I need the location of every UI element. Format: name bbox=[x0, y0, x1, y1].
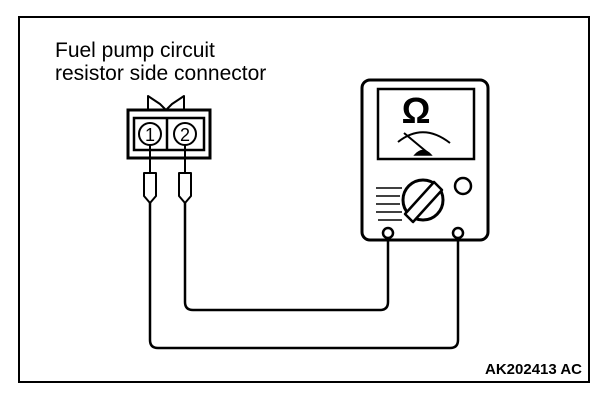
test-lead-pin-2 bbox=[183, 203, 390, 312]
zero-adjust-button bbox=[453, 176, 473, 196]
test-lead-pin-1 bbox=[148, 203, 460, 350]
probe-tip-1 bbox=[143, 172, 157, 204]
figure-frame bbox=[18, 16, 590, 383]
meter-needle bbox=[403, 132, 429, 154]
pin-1-label: 1 bbox=[145, 125, 155, 145]
meter-terminal-left bbox=[381, 226, 395, 240]
connector-caption-line1: Fuel pump circuit bbox=[55, 39, 215, 62]
meter-scale-arc bbox=[397, 131, 451, 144]
figure-code: AK202413 AC bbox=[485, 361, 582, 378]
connector-caption-line2: resistor side connector bbox=[55, 62, 266, 85]
meter-terminal-right bbox=[451, 226, 465, 240]
ohm-symbol: Ω bbox=[402, 90, 431, 131]
ohmmeter: Ω bbox=[360, 78, 490, 242]
connector-lock-tab bbox=[147, 95, 185, 111]
ohmmeter-display bbox=[376, 87, 476, 161]
probe-tip-2 bbox=[178, 172, 192, 204]
meter-needle-pivot bbox=[413, 149, 433, 156]
range-selector-knob bbox=[376, 178, 445, 224]
pin-2-label: 2 bbox=[180, 125, 190, 145]
connector: 1 2 bbox=[126, 95, 212, 160]
